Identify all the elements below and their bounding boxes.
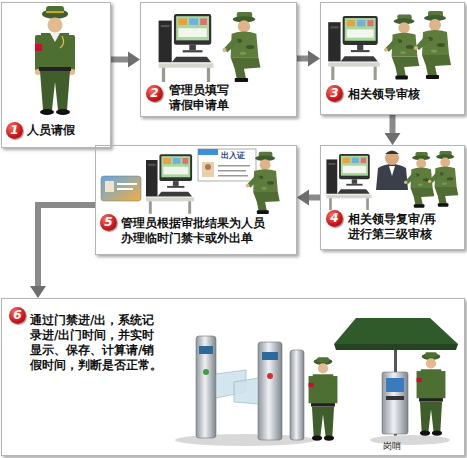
step-panel: 2 管理员填写请假申请单 [140, 2, 297, 117]
callout-number: 2 [146, 85, 163, 102]
pass-title: 出入证 [221, 151, 245, 160]
callout-number: 5 [100, 214, 117, 231]
sentry-booth [334, 318, 458, 445]
step-panel: 1 人员请假 [1, 2, 111, 148]
flow-arrow [385, 115, 401, 145]
leader-figure [376, 151, 408, 191]
turnstile-gate [175, 336, 315, 446]
sentry-label: 岗哨 [383, 441, 401, 452]
arrow-shaft [38, 205, 95, 288]
step-text: 管理员填写请假申请单 [169, 83, 233, 113]
access-card [101, 176, 141, 201]
pass-slip [198, 149, 256, 181]
step-panel: 6通过门禁进/出，系统记录进/出门时间，并实时显示、保存、计算请/销假时间，判断… [1, 298, 465, 456]
callout-number: 3 [326, 85, 343, 102]
step-panel: 3 相关领导审核 [320, 2, 465, 115]
step-panel: 4 相关领导复审/再进行第三级审核 [320, 145, 465, 250]
step-text: 人员请假 [27, 123, 107, 138]
step-text: 相关领导审核 [348, 87, 458, 102]
arrow-shaft [111, 57, 130, 63]
step-text: 通过门禁进/出，系统记录进/出门时间，并实时显示、保存、计算请/销假时间，判断是… [30, 313, 164, 373]
standing-soldier [35, 6, 75, 115]
callout-number: 1 [6, 122, 23, 139]
flow-arrow [297, 51, 320, 67]
arrow-shaft [390, 115, 396, 135]
arrow-head [128, 52, 140, 68]
arrow-head [385, 133, 401, 145]
flow-arrow [111, 52, 140, 68]
callout-number: 6 [9, 307, 26, 324]
arrow-head [297, 190, 309, 206]
step-text: 相关领导复审/再进行第三级审核 [348, 212, 440, 242]
step-text: 管理员根据审批结果为人员办理临时门禁卡或外出单 [121, 216, 267, 246]
flow-arrow [297, 190, 320, 206]
callout-number: 4 [326, 210, 343, 227]
step-panel: 5管理员根据审批结果为人员办理临时门禁卡或外出单 [95, 145, 297, 255]
arrow-head [30, 286, 46, 298]
flow-arrow [30, 205, 95, 298]
arrow-head [308, 51, 320, 67]
